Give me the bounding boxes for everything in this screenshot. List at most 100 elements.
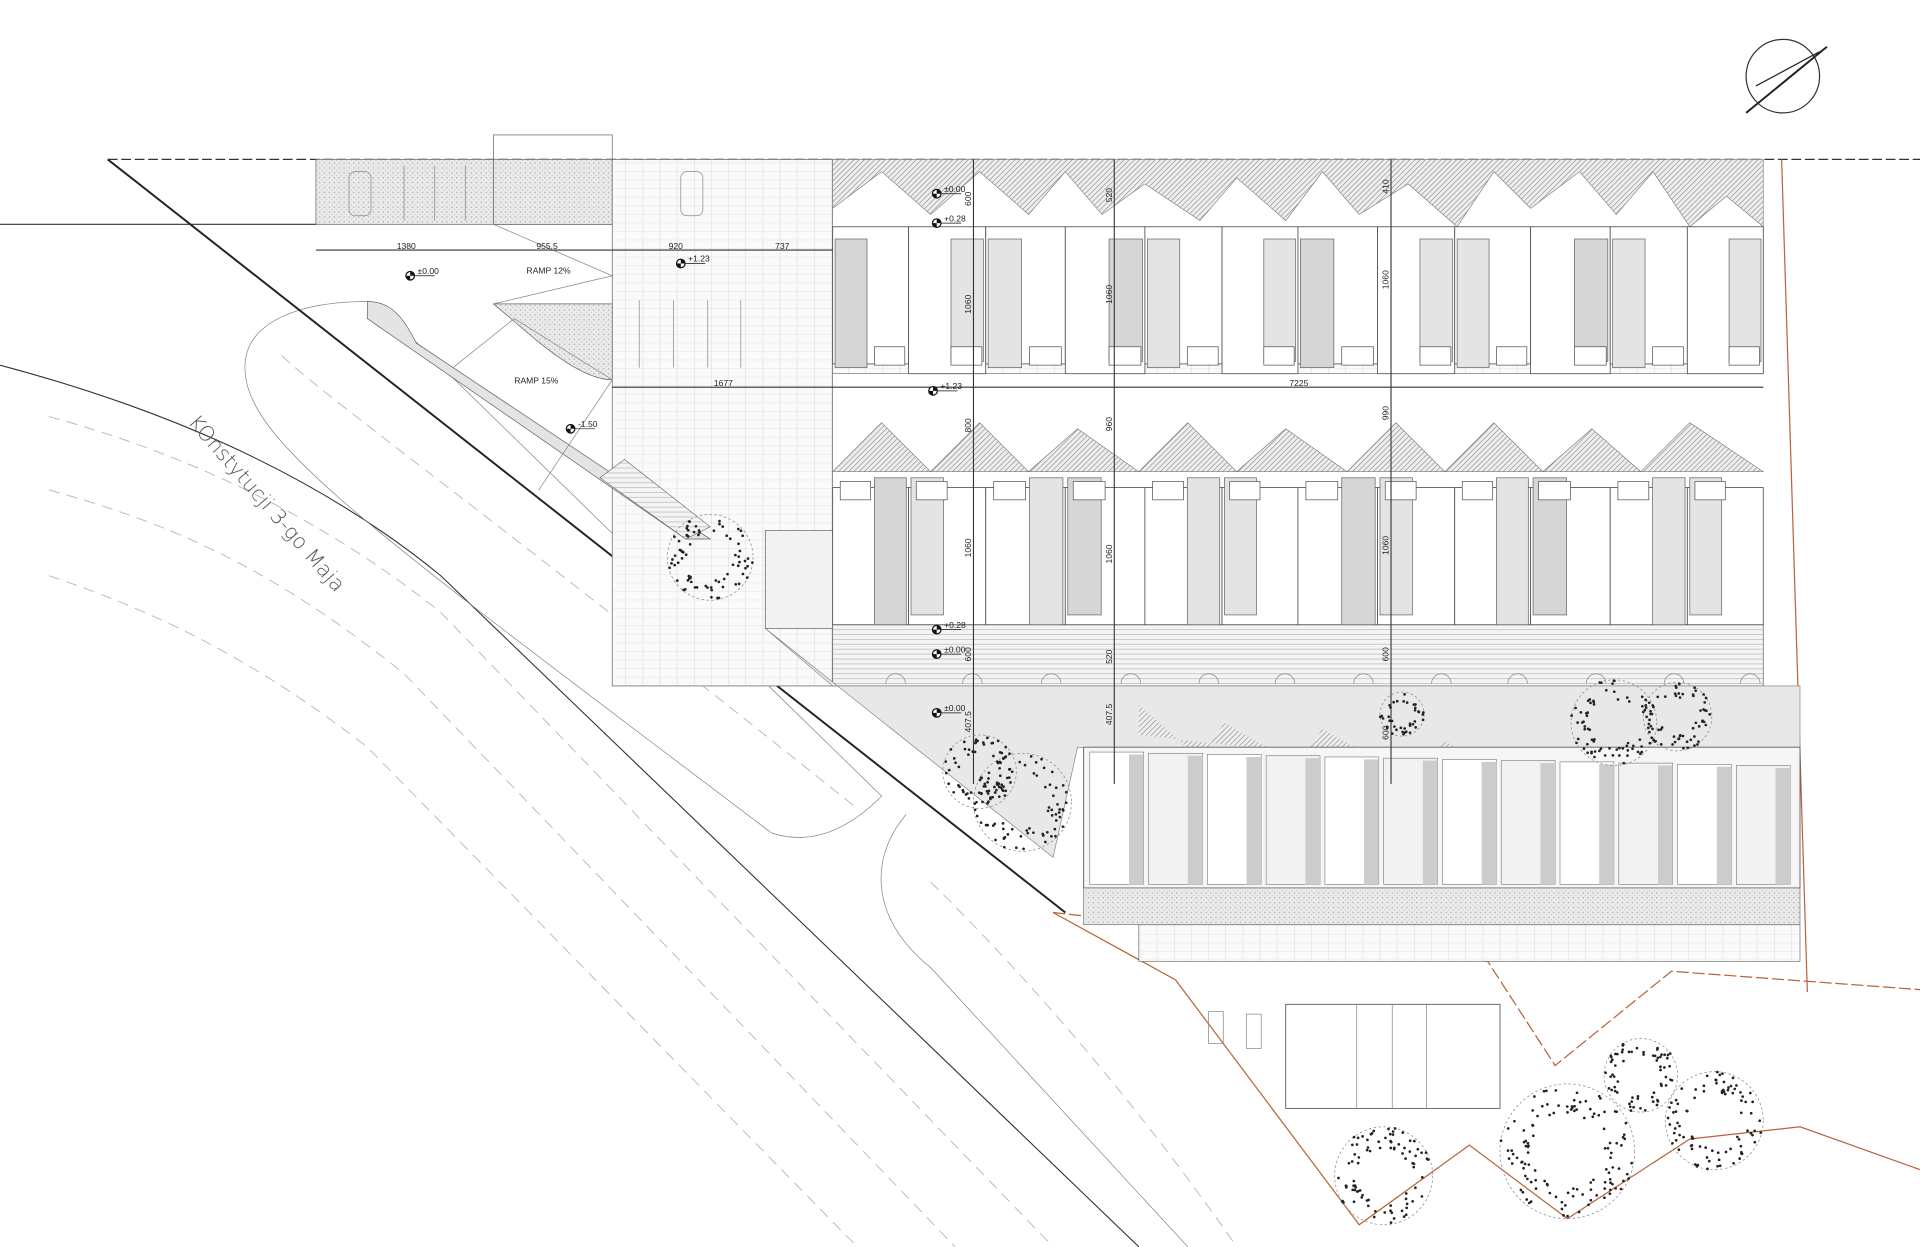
north-housing-row (832, 159, 1764, 375)
svg-text:407.5: 407.5 (1104, 703, 1114, 725)
vertical-dim-col3: 410 1060 990 1060 600 600 (1381, 179, 1391, 740)
level-marker: +0.28 (931, 213, 966, 228)
level-label: +1.23 (688, 254, 710, 264)
vertical-dim-col1: 600 1060 800 1060 600 407.5 (963, 191, 973, 732)
level-marker: ±0.00 (931, 644, 966, 660)
svg-text:800: 800 (963, 418, 973, 433)
north-arrow-icon (1745, 38, 1828, 114)
tree-icon (973, 752, 1072, 852)
garage-wall (1599, 764, 1614, 885)
svg-text:600: 600 (963, 647, 973, 662)
svg-text:410: 410 (1381, 179, 1391, 194)
parking-area (315, 134, 834, 687)
tree-icon (1642, 681, 1713, 752)
level-marker: -1.50 (565, 419, 598, 434)
svg-text:1060: 1060 (1381, 270, 1391, 289)
svg-text:1060: 1060 (963, 294, 973, 313)
neighbour-boundary (1052, 911, 1920, 1226)
svg-text:407.5: 407.5 (963, 711, 973, 733)
level-label: ±0.00 (418, 266, 440, 276)
street-name: KOnstytucji 3-go Maja (184, 410, 350, 596)
svg-text:600: 600 (963, 191, 973, 206)
house-unit (1609, 226, 1688, 368)
tree-icon (1334, 1126, 1434, 1226)
tree-icon (1378, 691, 1425, 737)
west-boundary (107, 158, 1066, 914)
house-unit (908, 477, 987, 684)
svg-text:600: 600 (1381, 647, 1391, 662)
garage-wall (1775, 767, 1791, 885)
house-unit (908, 226, 987, 375)
level-label: -1.50 (578, 419, 598, 429)
vertical-dim-col2: 520 1060 960 1060 520 407.5 (1104, 188, 1114, 725)
svg-text:1060: 1060 (963, 538, 973, 557)
house-unit (832, 477, 909, 684)
svg-text:960: 960 (1104, 417, 1114, 432)
garage-wall (1540, 763, 1556, 885)
tree-icon (1570, 679, 1658, 766)
garage-block (1083, 746, 1801, 1109)
dim-label: 1677 (714, 378, 733, 388)
trees (666, 514, 1764, 1226)
garage-wall (1716, 766, 1732, 885)
house-unit (1609, 477, 1688, 684)
level-label: +0.28 (944, 620, 966, 630)
house-unit (1144, 226, 1223, 368)
house-unit (1297, 226, 1378, 368)
street-kerbs (0, 223, 1238, 1247)
garage-wall (1128, 754, 1144, 885)
level-marker: +0.28 (931, 620, 966, 635)
house-unit (985, 226, 1066, 368)
east-boundary (1781, 159, 1808, 993)
house-unit (1530, 226, 1611, 375)
svg-text:1060: 1060 (1381, 536, 1391, 555)
garage-wall (1657, 765, 1673, 885)
tree-icon (1664, 1070, 1764, 1171)
house-unit (1377, 477, 1456, 684)
dim-label: 1380 (397, 241, 416, 251)
dim-label: 955.5 (536, 241, 558, 251)
garage-wall (1187, 755, 1203, 885)
dim-label: 7225 (1289, 378, 1308, 388)
south-housing-row (831, 422, 1765, 687)
garage-wall (1422, 760, 1438, 885)
house-unit (1221, 226, 1299, 375)
tree-icon (1499, 1083, 1636, 1219)
svg-text:1060: 1060 (1104, 544, 1114, 563)
tree-icon (666, 514, 754, 601)
svg-text:990: 990 (1381, 406, 1391, 421)
level-label: ±0.00 (944, 184, 966, 194)
svg-text:1060: 1060 (1104, 285, 1114, 304)
level-label: +1.23 (940, 381, 962, 391)
garage-wall (1305, 758, 1320, 885)
tree-icon (1603, 1038, 1678, 1113)
level-label: +0.28 (944, 213, 966, 223)
dim-label: 920 (669, 241, 684, 251)
house-unit (1530, 477, 1611, 684)
garage-wall (1246, 756, 1262, 885)
svg-text:520: 520 (1104, 649, 1114, 664)
svg-text:520: 520 (1104, 188, 1114, 203)
garage-wall (1364, 759, 1379, 885)
level-marker: ±0.00 (931, 703, 966, 718)
dim-label: 737 (775, 241, 790, 251)
level-marker: ±0.00 (931, 184, 966, 199)
house-unit (1686, 226, 1764, 375)
level-label: ±0.00 (944, 644, 966, 654)
house-unit (1454, 226, 1532, 368)
tree-icon (942, 734, 1017, 809)
level-marker: ±0.00 (405, 266, 440, 281)
house-unit (1686, 477, 1764, 684)
level-marker: +1.23 (928, 381, 962, 396)
house-unit (1454, 477, 1532, 684)
level-label: ±0.00 (944, 703, 966, 713)
ramp-label: RAMP 15% (514, 376, 558, 386)
house-unit (1297, 477, 1378, 684)
house-unit (985, 477, 1066, 684)
house-unit (1144, 477, 1223, 684)
garage-wall (1481, 761, 1497, 885)
dimension-lines (315, 159, 1764, 784)
ramp-label: RAMP 12% (527, 265, 571, 275)
house-unit (1377, 226, 1456, 375)
